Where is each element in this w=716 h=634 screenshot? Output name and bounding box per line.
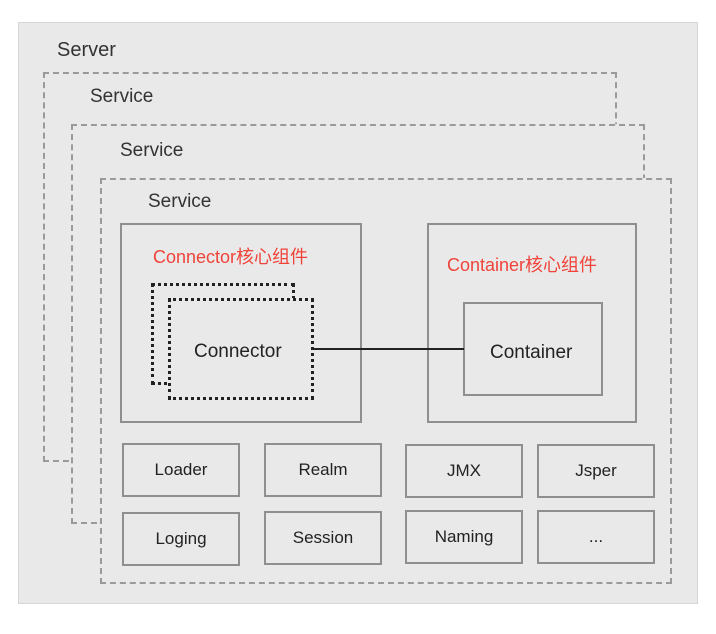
connector-container-link bbox=[314, 348, 464, 350]
component-naming: Naming bbox=[405, 510, 523, 564]
service-label-3: Service bbox=[148, 191, 212, 212]
container-box bbox=[463, 302, 603, 396]
component-jmx: JMX bbox=[405, 444, 523, 498]
component-jsper: Jsper bbox=[537, 444, 655, 498]
connector-box bbox=[168, 298, 314, 400]
server-label: Server bbox=[57, 39, 116, 61]
connector-label: Connector bbox=[194, 341, 282, 362]
component-loging: Loging bbox=[122, 512, 240, 566]
connector-group-title: Connector核心组件 bbox=[153, 247, 309, 267]
container-label: Container bbox=[490, 342, 573, 363]
component-session: Session bbox=[264, 511, 382, 565]
component-realm: Realm bbox=[264, 443, 382, 497]
container-group-title: Container核心组件 bbox=[447, 255, 598, 275]
service-label-2: Service bbox=[120, 140, 184, 161]
component-more: ... bbox=[537, 510, 655, 564]
service-label-1: Service bbox=[90, 86, 154, 107]
component-loader: Loader bbox=[122, 443, 240, 497]
